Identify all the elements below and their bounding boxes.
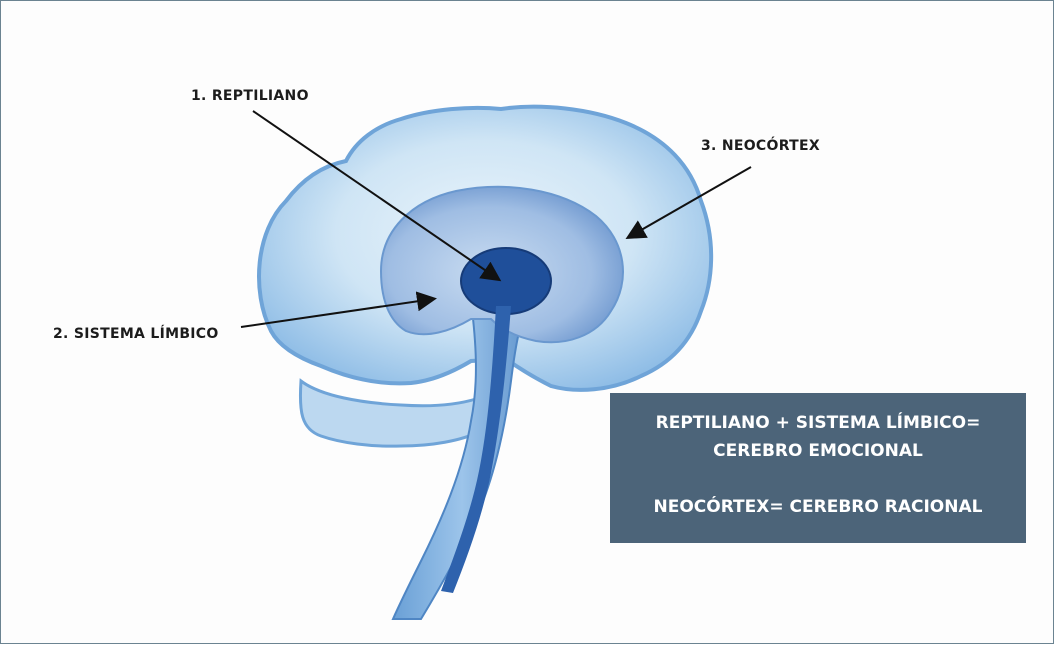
summary-box: REPTILIANO + SISTEMA LÍMBICO= CEREBRO EM…	[610, 393, 1026, 543]
summary-line-2: CEREBRO EMOCIONAL	[610, 437, 1026, 465]
label-reptiliano: 1. REPTILIANO	[191, 88, 309, 104]
label-sistema-limbico: 2. SISTEMA LÍMBICO	[53, 326, 219, 342]
reptilian-core	[461, 248, 551, 314]
summary-line-1: REPTILIANO + SISTEMA LÍMBICO=	[610, 409, 1026, 437]
temporal-fold	[300, 381, 481, 446]
label-neocortex: 3. NEOCÓRTEX	[701, 138, 820, 154]
summary-line-3: NEOCÓRTEX= CEREBRO RACIONAL	[610, 493, 1026, 521]
